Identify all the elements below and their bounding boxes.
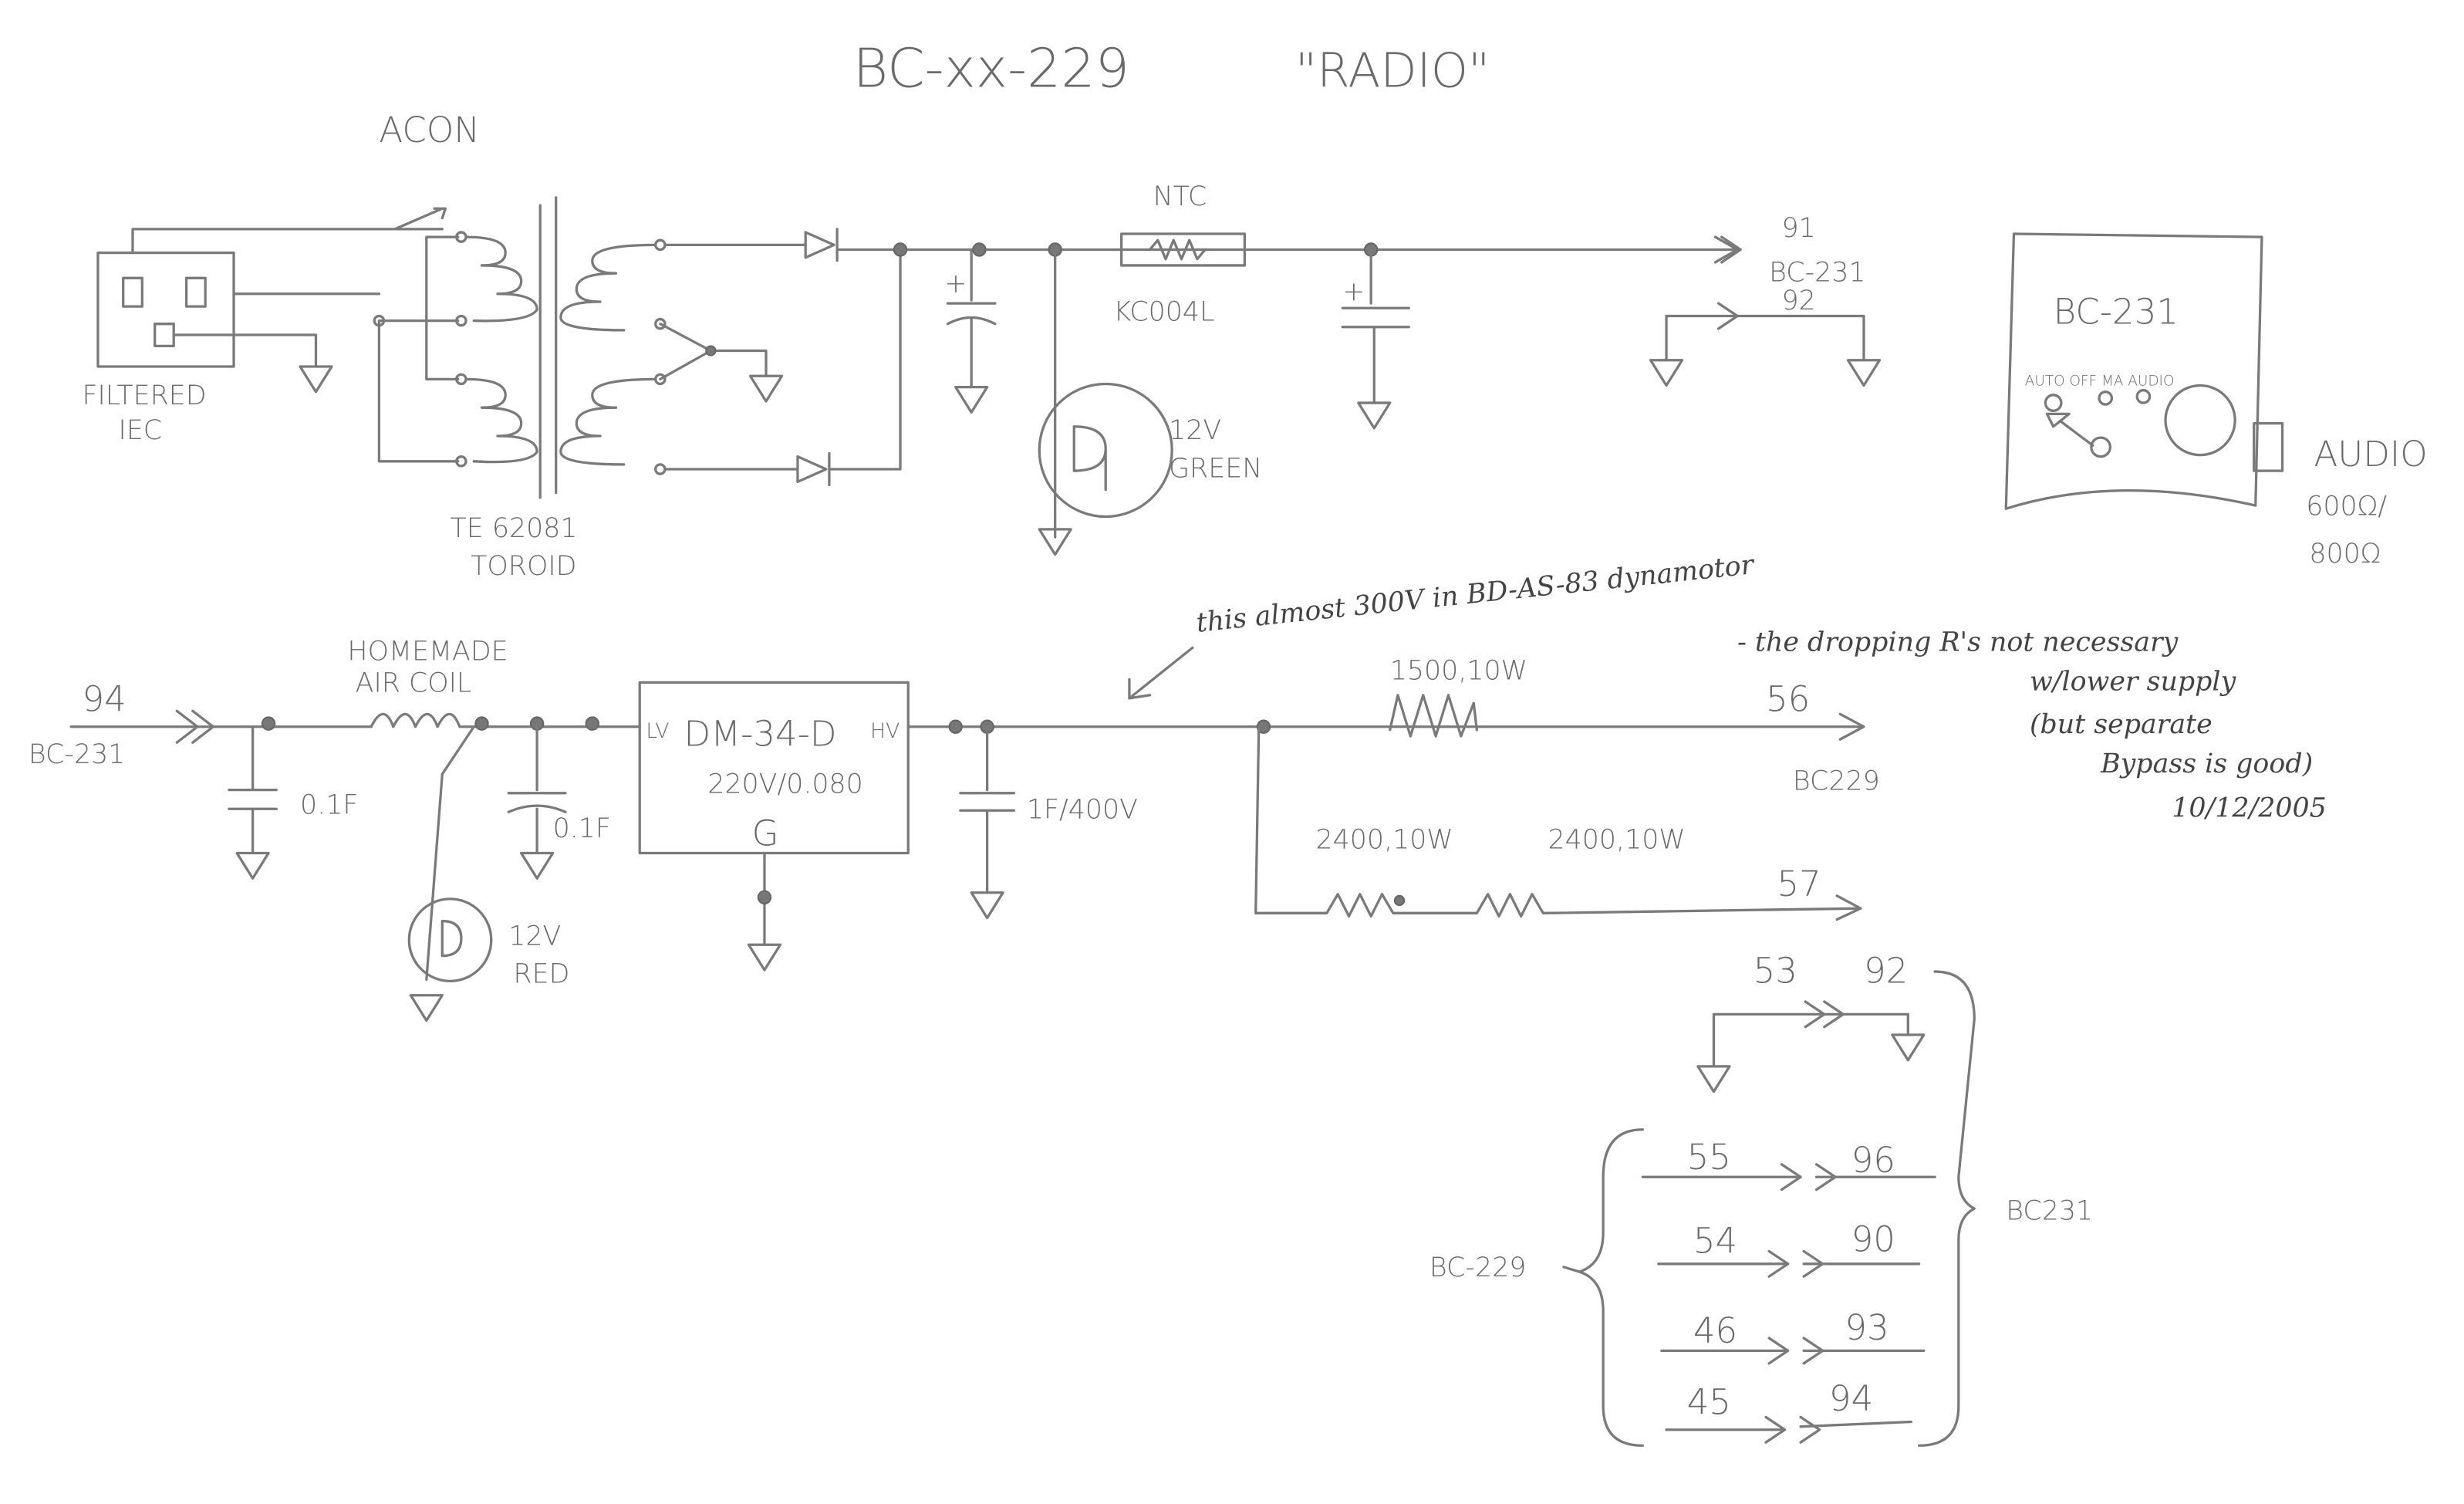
green-led-voltage: 12V xyxy=(1169,415,1221,446)
iec-inlet xyxy=(96,228,444,394)
filter-cap-label: 1F/400V xyxy=(1027,794,1138,825)
transformer-label-1: TE 62081 xyxy=(451,513,578,544)
svg-text:+: + xyxy=(944,269,967,299)
coil-label-2: AIR COIL xyxy=(356,668,472,699)
dynamotor-rating: 220V/0.080 xyxy=(707,769,863,800)
interconnect-top-to: 92 xyxy=(1864,950,1908,991)
coil-label-1: HOMEMADE xyxy=(347,637,508,668)
iec-label-2: IEC xyxy=(119,415,163,446)
red-led-voltage: 12V xyxy=(508,921,561,951)
green-led-color: GREEN xyxy=(1169,453,1262,484)
out-pin-56: 56 xyxy=(1766,678,1810,719)
bc231-controls: AUTO OFF MA AUDIO xyxy=(2025,373,2175,390)
cap1-label: 0.1F xyxy=(300,789,358,820)
rectifier-and-output-line: + + xyxy=(663,228,1742,556)
out-target-bc229: BC229 xyxy=(1793,766,1880,797)
impedance-1: 600Ω/ xyxy=(2306,491,2387,522)
interconnect-row-to: 90 xyxy=(1851,1218,1895,1259)
interconnect-row-from: 45 xyxy=(1687,1381,1731,1422)
interconnect-wiring xyxy=(1562,970,1976,1447)
note-line-2: - the dropping R's not necessary xyxy=(1737,627,2179,657)
out-pin-57: 57 xyxy=(1777,864,1821,904)
transformer xyxy=(373,196,784,499)
interconnect-row-from: 46 xyxy=(1693,1310,1737,1351)
dynamotor-ground: G xyxy=(752,813,779,853)
interconnect-top-from: 53 xyxy=(1753,950,1797,991)
red-led-color: RED xyxy=(513,958,569,989)
interconnect-row-to: 93 xyxy=(1845,1307,1889,1348)
interconnect-row-from: 55 xyxy=(1687,1137,1731,1178)
title-name: "RADIO" xyxy=(1295,44,1490,99)
interconnect-row-to: 96 xyxy=(1851,1140,1895,1181)
note-line-3: w/lower supply xyxy=(2030,667,2237,698)
iec-label-1: FILTERED xyxy=(82,380,206,411)
audio-label: AUDIO xyxy=(2314,434,2427,475)
title-part: BC-xx-229 xyxy=(853,38,1129,100)
note-line-1: this almost 300V in BD-AS-83 dynamotor xyxy=(1195,549,1757,639)
bc231-unit xyxy=(2004,232,2284,510)
out-target-bc231: BC-231 xyxy=(1769,257,1865,288)
note-line-4: (but separate xyxy=(2030,709,2213,740)
note-date: 10/12/2005 xyxy=(2172,793,2327,823)
out-pin-92: 92 xyxy=(1782,286,1816,316)
svg-text:+: + xyxy=(1342,276,1365,307)
bc231-title: BC-231 xyxy=(2054,292,2179,333)
dynamotor-lv: LV xyxy=(646,719,669,743)
switch-label: ACON xyxy=(379,110,480,150)
in-pin-94: 94 xyxy=(82,678,126,719)
pin-92-ground-link xyxy=(1649,302,1882,387)
in-source: BC-231 xyxy=(29,739,125,770)
dynamotor-model: DM-34-D xyxy=(684,713,837,754)
ntc-part: KC004L xyxy=(1113,297,1214,328)
cap2-label: 0.1F xyxy=(553,813,611,844)
dynamotor-hv: HV xyxy=(870,719,900,743)
out-pin-91: 91 xyxy=(1782,213,1816,244)
interconnect-left-label: BC-229 xyxy=(1429,1252,1526,1283)
dynamotor-input-circuit xyxy=(69,646,1865,1022)
resistor-1500-label: 1500,10W xyxy=(1390,655,1527,686)
interconnect-row-from: 54 xyxy=(1693,1220,1737,1261)
interconnect-row-to: 94 xyxy=(1829,1378,1873,1419)
note-line-5: Bypass is good) xyxy=(2100,749,2313,779)
transformer-label-2: TOROID xyxy=(471,551,576,582)
resistor-2400-b-label: 2400,10W xyxy=(1548,824,1685,855)
ntc-label: NTC xyxy=(1153,181,1207,212)
interconnect-right-label: BC231 xyxy=(2006,1195,2093,1226)
resistor-2400-a-label: 2400,10W xyxy=(1316,824,1453,855)
impedance-2: 800Ω xyxy=(2309,539,2381,569)
